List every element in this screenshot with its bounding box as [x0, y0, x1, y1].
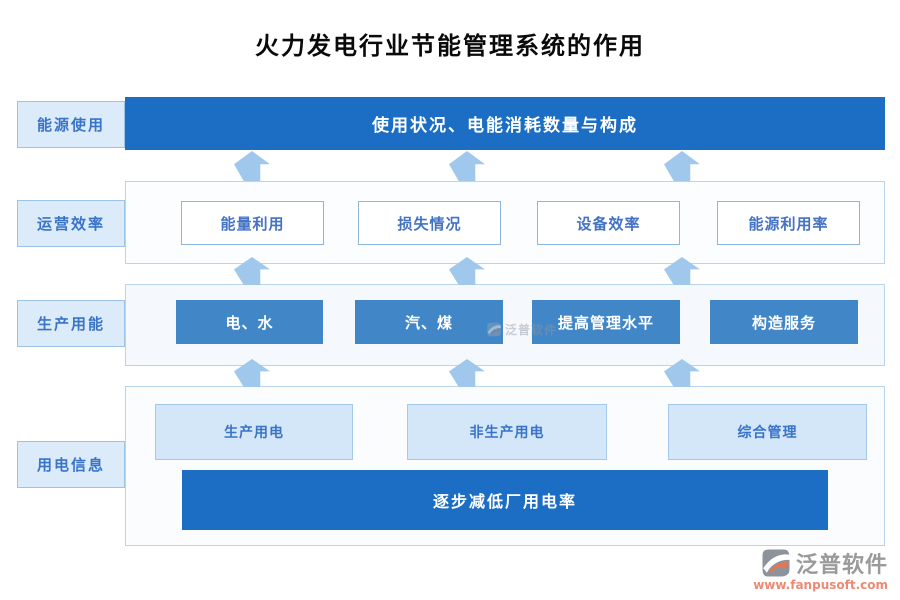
level2-box-energy-utilization-rate: 能源利用率 [717, 201, 860, 245]
brand-url: www.fanpusoft.com [753, 578, 888, 592]
side-label-power-info: 用电信息 [17, 441, 125, 488]
level4-box-production-power: 生产用电 [155, 404, 353, 460]
brand-footer: 泛普软件 www.fanpusoft.com [753, 547, 888, 592]
fanpu-logo-icon [762, 549, 790, 577]
level3-box-construct-service: 构造服务 [710, 300, 858, 344]
level4-box-comprehensive-management: 综合管理 [668, 404, 867, 460]
diagram-title: 火力发电行业节能管理系统的作用 [255, 34, 645, 60]
brand-name: 泛普软件 [795, 552, 888, 577]
level4-bar: 逐步减低厂用电率 [182, 470, 828, 530]
level2-box-equipment-efficiency: 设备效率 [537, 201, 680, 245]
fanpu-logo-icon [487, 322, 501, 337]
up-arrow-icon [234, 151, 270, 181]
up-arrow-icon [664, 151, 700, 181]
level3-box-improve-management: 提高管理水平 [532, 300, 680, 344]
side-label-operation-efficiency: 运营效率 [17, 200, 125, 247]
watermark: 泛普软件 [486, 321, 557, 338]
level4-box-nonproduction-power: 非生产用电 [407, 404, 607, 460]
level2-box-energy-utilization: 能量利用 [181, 201, 324, 245]
watermark-text: 泛普软件 [505, 323, 558, 337]
level3-box-electricity-water: 电、水 [176, 300, 323, 344]
level1-bar: 使用状况、电能消耗数量与构成 [125, 97, 885, 150]
side-label-energy-use: 能源使用 [17, 101, 125, 148]
level3-box-steam-coal: 汽、煤 [355, 300, 503, 344]
side-label-production-energy: 生产用能 [17, 300, 125, 347]
level2-box-loss-situation: 损失情况 [358, 201, 501, 245]
up-arrow-icon [449, 151, 485, 181]
